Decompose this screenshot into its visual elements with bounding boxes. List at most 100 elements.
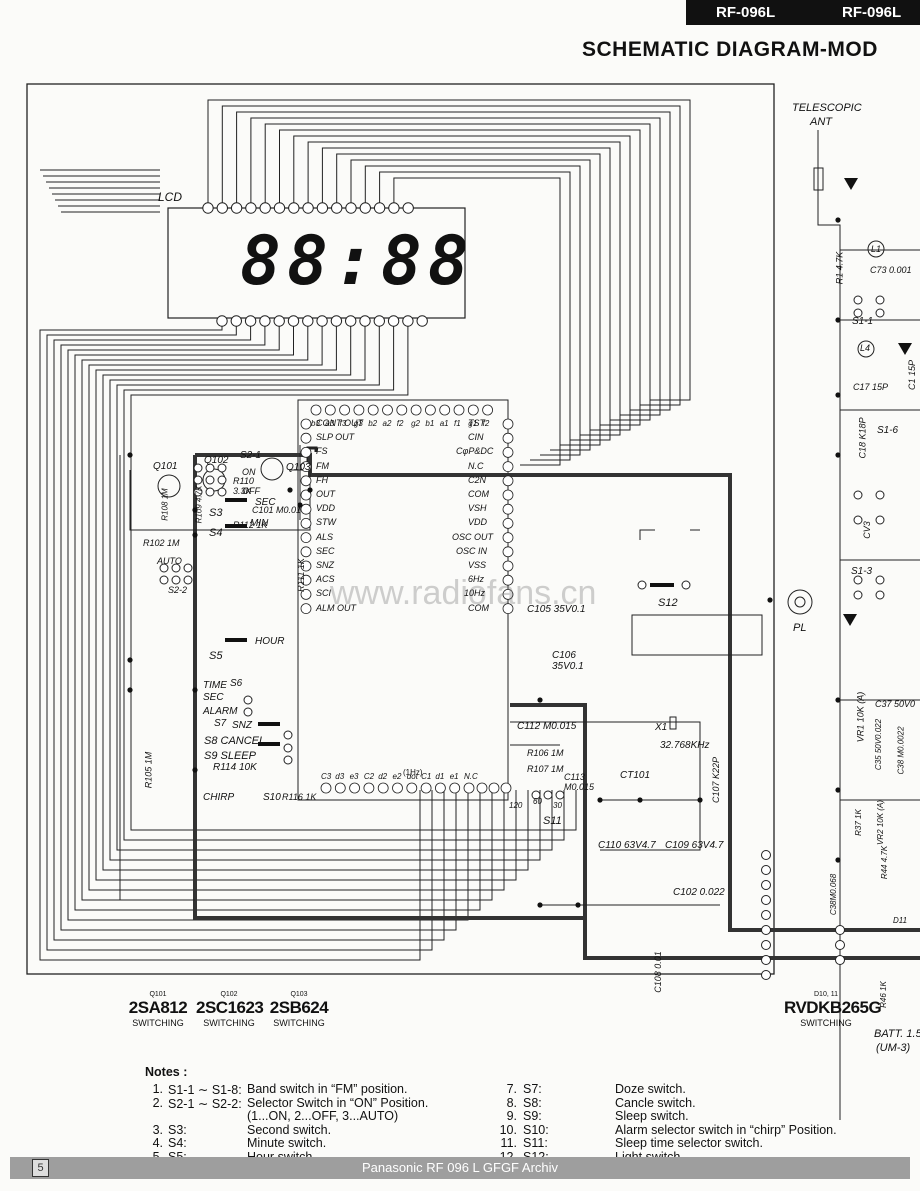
s2-2-label: S2-2 — [168, 585, 188, 595]
note-right-num-4: 11. — [500, 1136, 517, 1150]
note-right-key-4: S11: — [523, 1136, 548, 1150]
s5-function: HOUR — [255, 636, 285, 647]
ic-top-pin-10: f1 — [454, 419, 461, 428]
s3-label: S3 — [209, 507, 223, 519]
ic-left-pin-2: FS — [316, 446, 328, 457]
model-label-left: RF-096L — [716, 4, 776, 21]
l1-label: L1 — [871, 244, 882, 254]
note-right-text-0: Doze switch. — [615, 1082, 686, 1096]
c38-label: C38 M0.0022 — [896, 726, 906, 775]
lcd-pins-top — [202, 202, 414, 214]
ic-right-pin-10: VSS — [468, 560, 487, 570]
s1-1-label: S1-1 — [852, 316, 874, 327]
c37-label: C37 50V0 — [875, 699, 916, 709]
vr2-label: VR2 10K (A) — [875, 800, 885, 845]
battery-label: BATT. 1.5 — [874, 1028, 920, 1040]
q101-symbol — [157, 474, 181, 498]
r109-label: R109 4.7K — [194, 485, 204, 524]
c112-label: C112 M0.015 — [517, 721, 577, 732]
s12-label: S12 — [658, 597, 678, 609]
c101-label: C101 M0.01 — [252, 505, 302, 515]
ic-right-pin-7: VDD — [468, 517, 488, 528]
ic-right-pin-0: TST — [468, 418, 485, 428]
ic-top-pin-9: a1 — [439, 419, 449, 428]
r37-label: R37 1K — [853, 809, 863, 836]
note-left-text-2: (1...ON, 2...OFF, 3...AUTO) — [247, 1109, 399, 1123]
ic-bottom-pin-10: N.C — [464, 772, 478, 781]
ic-left-pin-6: VDD — [316, 503, 336, 514]
ic-left-pin-11: ACS — [316, 574, 335, 585]
ic-right-pin-13: COM — [468, 602, 489, 613]
ic-top-pin-11: g1 — [468, 419, 478, 428]
note-right-num-2: 9. — [506, 1109, 517, 1123]
ic-bottom-note: (1Hz) — [403, 768, 423, 777]
ic-left-pin-4: FH — [316, 474, 328, 485]
s11-opt-60: 60 — [533, 797, 542, 806]
transistor-q102-entry: Q102 2SC1623 SWITCHING — [196, 991, 264, 1028]
c38m-label: C38M0.068 — [829, 873, 839, 916]
c107-label: C107 K22P — [711, 756, 722, 804]
ic-right-pin-12: 10Hz — [464, 588, 486, 599]
ic-bottom-pin-1: d3 — [335, 772, 345, 781]
ic-top-pin-1: a3 — [325, 419, 335, 428]
ic-bottom-pin-7: C1 — [421, 772, 432, 781]
s1-3-label: S1-3 — [851, 566, 873, 577]
note-left-num-3: 3. — [152, 1122, 163, 1137]
footer-bar: 5 Panasonic RF 096 L GFGF Archiv — [10, 1157, 910, 1179]
ic-top-pin-12: f2 — [482, 419, 490, 428]
ic-left-pin-3: FM — [316, 460, 329, 471]
note-right-text-2: Sleep switch. — [615, 1109, 689, 1123]
battery-type: (UM-3) — [876, 1042, 911, 1054]
snz-option: SNZ — [232, 720, 252, 731]
c113-label: C113 M0.015 — [564, 772, 595, 792]
antenna-label: TELESCOPIC — [792, 102, 862, 114]
ic-left-pin-12: SCI — [316, 588, 332, 599]
r114-label: R114 10K — [213, 762, 257, 773]
ic-left-pin-10: SNZ — [316, 560, 334, 570]
c108-label: C108 0.01 — [652, 951, 663, 993]
q103-symbol — [260, 457, 284, 481]
ic-bottom-pin-5: e2 — [392, 772, 402, 781]
ct101-label: CT101 — [620, 770, 651, 781]
transistor-q103-part: 2SB624 — [269, 998, 329, 1017]
c109-label: C109 63V4.7 — [665, 840, 724, 851]
ic-right-pin-5: COM — [468, 489, 489, 499]
x1-label: X1 — [655, 722, 668, 733]
pl-label: PL — [793, 622, 807, 634]
s9-label: S9 SLEEP — [204, 750, 256, 762]
auto-option: AUTO — [157, 556, 182, 566]
ic-right-pin-2: CφP&DC — [456, 446, 494, 457]
schematic-outer-frame — [26, 83, 775, 975]
diode-entry: D10, 11 RVDKB265G SWITCHING — [784, 991, 882, 1028]
l4-coil — [857, 340, 875, 358]
lcd-bus-lines-top — [207, 99, 691, 466]
l4-label: L4 — [860, 343, 871, 353]
chirp-option: CHIRP — [203, 792, 235, 803]
q102-label: Q102 — [204, 455, 229, 466]
l1-coil — [867, 240, 885, 258]
c102-label: C102 0.022 — [673, 887, 725, 898]
footer-text: Panasonic RF 096 L GFGF Archiv — [361, 1160, 559, 1175]
s11-label: S11 — [543, 815, 562, 827]
lcd-pins-bottom — [216, 315, 428, 327]
sec-option: SEC — [203, 692, 224, 703]
r105-label: R105 1M — [143, 751, 154, 789]
c1-label: C1 15P — [907, 359, 918, 391]
c73-label: C73 0.001 — [870, 265, 912, 275]
ic-right-pin-6: VSH — [468, 503, 487, 514]
q101-label: Q101 — [153, 461, 178, 472]
r112-label: R112 1K — [233, 520, 268, 530]
ic-right-pin-1: CIN — [468, 432, 484, 443]
d11-label: D11 — [893, 916, 908, 925]
ic-left-pin-7: STW — [316, 517, 336, 528]
transistor-q103-role: SWITCHING — [273, 1018, 325, 1028]
s5-label: S5 — [209, 650, 223, 662]
ic-right-pin-8: OSC OUT — [452, 531, 494, 542]
c17-label: C17 15P — [853, 382, 889, 392]
transistor-q101-role: SWITCHING — [132, 1018, 184, 1028]
ic-top-pin-2: f3 — [339, 419, 347, 428]
switch-bars — [225, 498, 674, 746]
vr1-label: VR1 10K (A) — [855, 691, 866, 743]
time-option: TIME — [203, 680, 227, 691]
note-left-num-5: 5. — [145, 1150, 163, 1164]
